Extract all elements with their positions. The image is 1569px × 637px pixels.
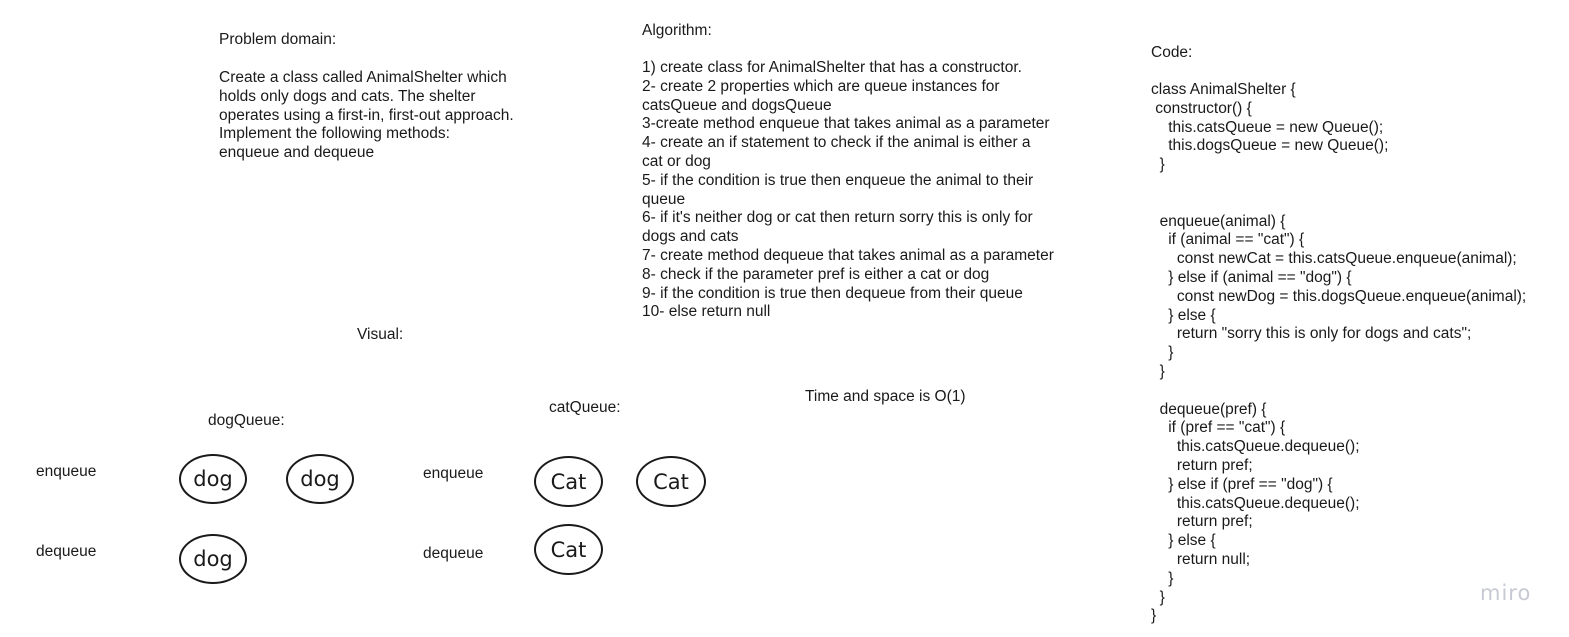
miro-watermark: miro — [1480, 581, 1532, 605]
cat-enqueue-node: Cat — [534, 456, 603, 507]
code-line: return null; — [1151, 550, 1251, 568]
algorithm-step: 9- if the condition is true then dequeue… — [642, 284, 1023, 302]
code-line: return pref; — [1151, 456, 1253, 474]
cat-queue-title: catQueue: — [549, 399, 621, 416]
algorithm-step: 3-create method enqueue that takes anima… — [642, 115, 1050, 133]
code-heading: Code: — [1151, 44, 1193, 61]
code-line: return pref; — [1151, 513, 1253, 531]
code-line: } — [1151, 569, 1174, 587]
code-line: this.catsQueue = new Queue(); — [1151, 118, 1384, 136]
code-line: } else { — [1151, 306, 1216, 324]
code-line: enqueue(animal) { — [1151, 212, 1286, 230]
cat-dequeue-node: Cat — [534, 524, 603, 575]
problem-description: Create a class called AnimalShelter whic… — [219, 69, 514, 162]
code-line: } — [1151, 156, 1165, 174]
dog-enqueue-label: enqueue — [36, 463, 97, 480]
algorithm-step: 8- check if the parameter pref is either… — [642, 265, 990, 283]
algorithm-step: 4- create an if statement to check if th… — [642, 134, 1031, 170]
code-line: this.catsQueue.dequeue(); — [1151, 438, 1360, 456]
code-line: if (pref == "cat") { — [1151, 419, 1286, 437]
code-line: return "sorry this is only for dogs and … — [1151, 325, 1472, 343]
problem-heading: Problem domain: — [219, 31, 337, 48]
dog-queue-title: dogQueue: — [208, 412, 285, 429]
algorithm-step: 2- create 2 properties which are queue i… — [642, 77, 1000, 114]
algorithm-steps: 1) create class for AnimalShelter that h… — [642, 59, 1102, 322]
cat-dequeue-label: dequeue — [423, 545, 484, 562]
code-line — [1151, 194, 1526, 213]
complexity-note: Time and space is O(1) — [805, 388, 966, 405]
dog-enqueue-node: dog — [179, 454, 247, 504]
cat-enqueue-node: Cat — [636, 456, 706, 507]
code-line: } — [1151, 344, 1174, 362]
code-line — [1151, 382, 1526, 401]
dog-dequeue-label: dequeue — [36, 543, 97, 560]
dog-enqueue-node: dog — [286, 454, 354, 504]
algorithm-step: 7- create method dequeue that takes anim… — [642, 246, 1054, 264]
algorithm-heading: Algorithm: — [642, 22, 712, 39]
code-line: constructor() { — [1151, 99, 1252, 117]
code-line: } — [1151, 588, 1165, 606]
code-block: class AnimalShelter { constructor() { th… — [1151, 81, 1526, 626]
dog-dequeue-node: dog — [179, 534, 247, 584]
code-line: } else if (pref == "dog") { — [1151, 475, 1333, 493]
code-line: } — [1151, 362, 1165, 380]
code-line: } else if (animal == "dog") { — [1151, 268, 1352, 286]
code-line: } — [1151, 607, 1157, 625]
algorithm-step: 6- if it's neither dog or cat then retur… — [642, 209, 1033, 246]
algorithm-step: 1) create class for AnimalShelter that h… — [642, 59, 1022, 76]
algorithm-step: 5- if the condition is true then enqueue… — [642, 171, 1034, 208]
code-line: class AnimalShelter { — [1151, 81, 1296, 98]
algorithm-step: 10- else return null — [642, 303, 771, 321]
code-line: this.dogsQueue = new Queue(); — [1151, 137, 1389, 155]
visual-heading: Visual: — [357, 326, 404, 343]
code-line: const newDog = this.dogsQueue.enqueue(an… — [1151, 287, 1527, 305]
code-line: if (animal == "cat") { — [1151, 231, 1305, 249]
code-line: } else { — [1151, 532, 1216, 550]
code-line: const newCat = this.catsQueue.enqueue(an… — [1151, 250, 1517, 268]
code-line: this.catsQueue.dequeue(); — [1151, 494, 1360, 512]
code-line: dequeue(pref) { — [1151, 400, 1267, 418]
code-line — [1151, 175, 1526, 194]
cat-enqueue-label: enqueue — [423, 465, 484, 482]
